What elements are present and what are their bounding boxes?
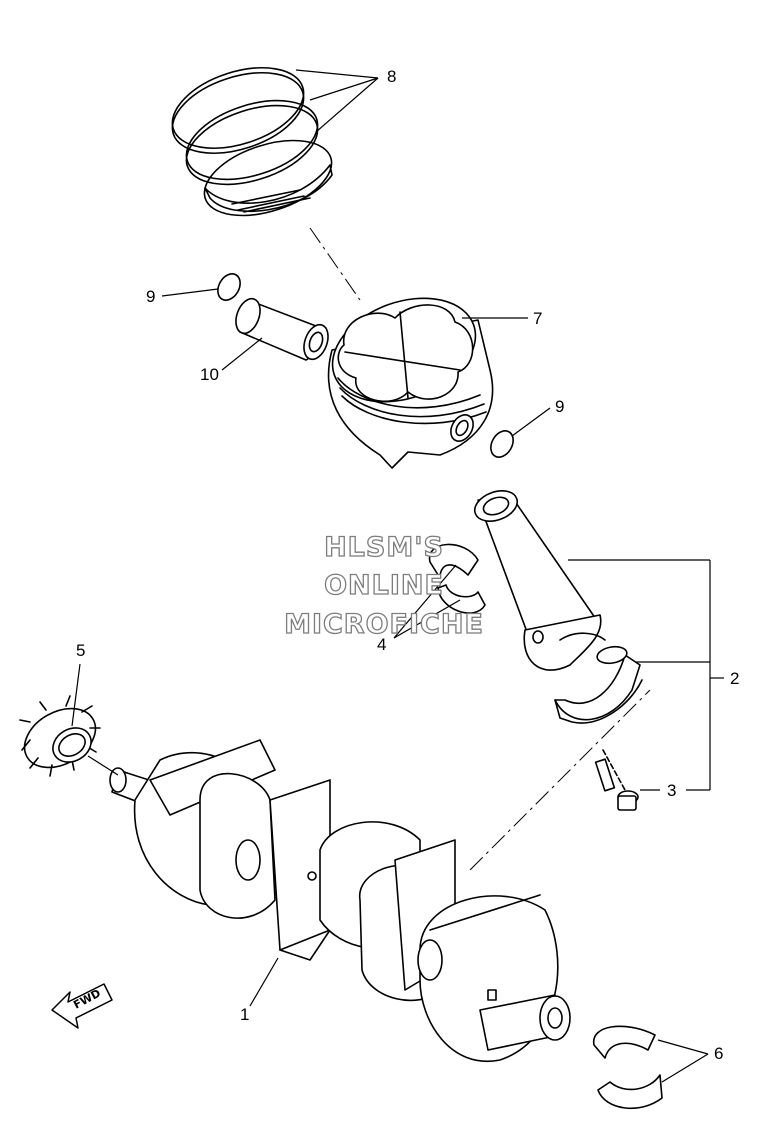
piston-rings	[171, 67, 333, 217]
circlip-right	[490, 430, 514, 458]
rod-bolt	[594, 749, 639, 811]
callout-5: 5	[76, 641, 85, 660]
callout-4: 4	[377, 635, 386, 654]
callout-9-right: 9	[555, 397, 564, 416]
piston-pin	[235, 297, 329, 361]
callout-8: 8	[387, 67, 396, 86]
main-bearings	[593, 1025, 663, 1110]
piston	[327, 297, 494, 469]
callout-3: 3	[667, 781, 676, 800]
leader-lines	[71, 69, 724, 1083]
connecting-rod	[473, 490, 606, 671]
callout-7: 7	[533, 309, 542, 328]
callout-9-top: 9	[146, 287, 155, 306]
callout-2: 2	[730, 669, 739, 688]
callout-6: 6	[714, 1044, 723, 1063]
watermark-line-2: ONLINE	[324, 570, 444, 601]
oil-pump-gear	[19, 695, 101, 777]
watermark-line-3: MICROFICHE	[284, 609, 484, 640]
centerline-crankpin	[469, 689, 651, 871]
circlip-left	[217, 273, 241, 301]
rod-cap	[554, 645, 643, 724]
watermark-line-1: HLSM'S	[324, 532, 444, 563]
callout-1: 1	[240, 1005, 249, 1024]
callout-10: 10	[200, 365, 219, 384]
watermark: HLSM'S ONLINE MICROFICHE	[283, 531, 484, 640]
centerline-piston	[309, 227, 361, 301]
crankshaft	[109, 739, 571, 1063]
fwd-arrow-icon: FWD	[51, 983, 113, 1029]
